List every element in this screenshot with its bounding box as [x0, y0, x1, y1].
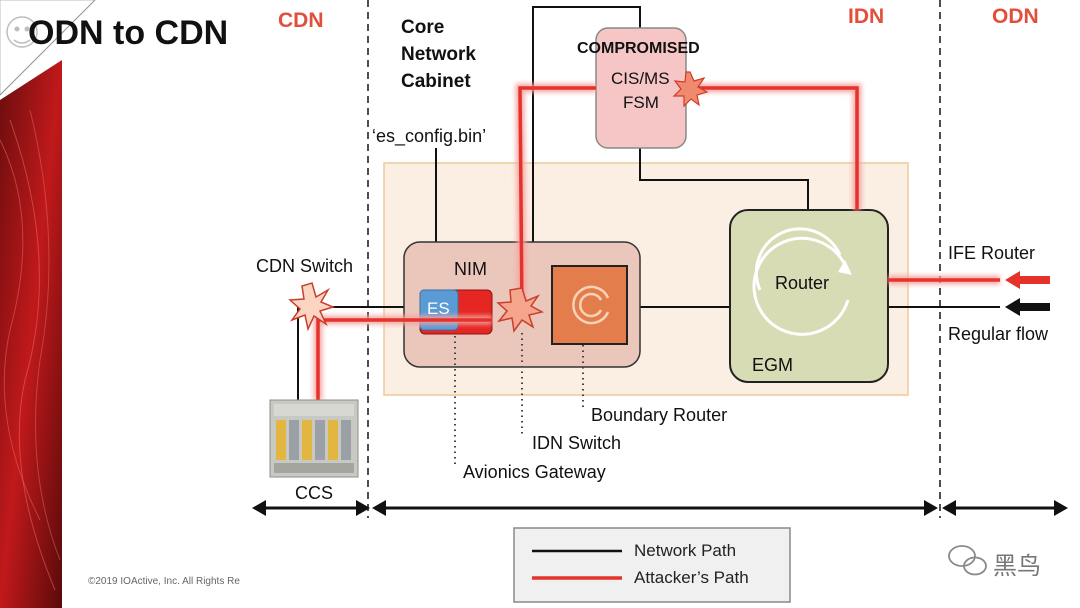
span-arrows [252, 500, 1068, 516]
zone-label-odn: ODN [992, 5, 1039, 28]
brand-watermark: 黑鸟 [993, 553, 1041, 580]
decorative-red-band [0, 0, 96, 608]
cabinet-title-line-3: Cabinet [401, 71, 471, 92]
cabinet-title: Core Network Cabinet [401, 14, 476, 95]
cdn-switch-star-icon [288, 282, 336, 332]
regular-flow-label: Regular flow [948, 324, 1049, 344]
legend-box [513, 527, 791, 603]
ife-router-label: IFE Router [948, 243, 1036, 263]
idn-switch-label: IDN Switch [532, 433, 622, 453]
cabinet-title-line-1: Core [401, 17, 445, 38]
legend-network-path-label: Network Path [634, 541, 737, 560]
boundary-router-label: Boundary Router [591, 405, 728, 425]
boundary-router-box [551, 265, 628, 345]
fsm-name-line-2: FSM [623, 93, 659, 112]
fsm-compromise-star-icon [672, 71, 709, 108]
cdn-switch-label: CDN Switch [256, 256, 354, 276]
ccs-label: CCS [295, 483, 334, 503]
nim-label: NIM [454, 259, 487, 279]
zone-label-idn: IDN [848, 5, 885, 28]
fsm-status-label: COMPROMISED [577, 40, 700, 57]
egm-router-icon [752, 227, 852, 336]
config-file-label: ‘es_config.bin’ [372, 126, 487, 146]
ife-router-arrow-icon [1005, 271, 1050, 289]
regular-flow-arrow-icon [1005, 298, 1050, 316]
es-label: ES [427, 299, 450, 318]
boundary-router-icon [572, 285, 610, 325]
ioactive-logo-icon [6, 16, 38, 48]
attacker-path [313, 83, 1000, 400]
slide-title: ODN to CDN [28, 14, 229, 52]
egm-label: EGM [752, 355, 794, 375]
callout-lines [454, 333, 584, 467]
wechat-icon [948, 545, 987, 576]
idn-switch-star-icon [496, 287, 545, 333]
copyright-text: ©2019 IOActive, Inc. All Rights Re [88, 576, 240, 587]
ccs-equipment-icon [269, 399, 359, 478]
zone-label-cdn: CDN [278, 9, 324, 32]
avionics-gateway-label: Avionics Gateway [463, 462, 606, 482]
fsm-name-line-1: CIS/MS [611, 69, 670, 88]
legend-attackers-path-label: Attacker’s Path [634, 568, 749, 587]
router-label: Router [775, 273, 830, 293]
cabinet-title-line-2: Network [401, 44, 476, 65]
